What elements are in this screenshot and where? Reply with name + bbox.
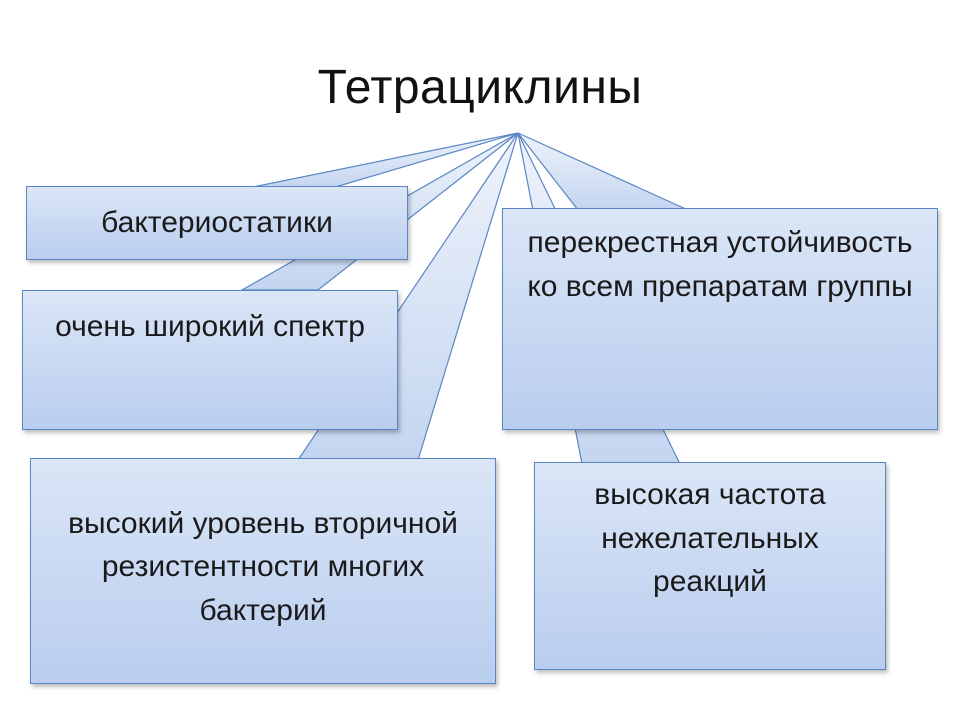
callout-bacteriostatic: бактериостатики [26, 186, 408, 260]
callout-spectrum-text: очень широкий спектр [55, 310, 365, 343]
callout-side-effects: высокая частота нежелательных реакций [534, 462, 886, 670]
callout-spectrum: очень широкий спектр [22, 290, 398, 430]
callout-secondary-resistance: высокий уровень вторичной резистентности… [30, 458, 496, 684]
callout-secondary-resistance-text: высокий уровень вторичной резистентности… [68, 506, 458, 627]
diagram-title: Тетрациклины [317, 61, 643, 114]
callout-cross-resistance: перекрестная устойчивость ко всем препар… [502, 208, 938, 430]
callout-cross-resistance-text: перекрестная устойчивость ко всем препар… [527, 226, 913, 303]
callout-side-effects-text: высокая частота нежелательных реакций [594, 478, 826, 598]
callout-bacteriostatic-text: бактериостатики [101, 206, 333, 240]
